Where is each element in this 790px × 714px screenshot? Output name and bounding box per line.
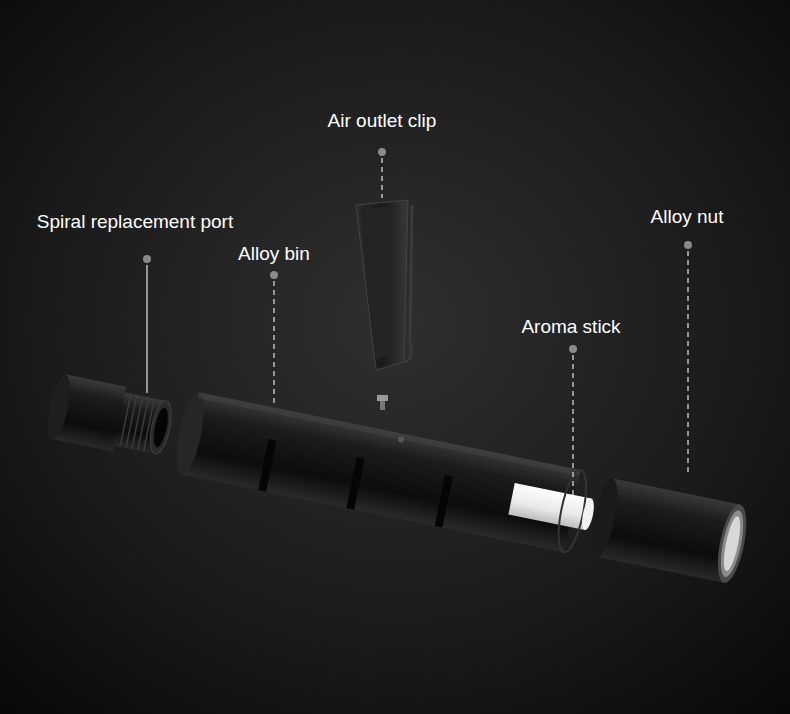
leader-lines: [143, 148, 692, 496]
alloy-bin: [171, 390, 601, 556]
part-label: Spiral replacement port: [37, 211, 233, 233]
part-label: Aroma stick: [521, 316, 620, 338]
part-label: Alloy bin: [238, 243, 310, 265]
air-outlet-clip: [356, 200, 412, 410]
part-label: Air outlet clip: [328, 110, 437, 132]
spiral-port: [43, 372, 176, 461]
alloy-nut: [587, 476, 752, 585]
tube-assembly: [42, 364, 753, 587]
part-label: Alloy nut: [651, 206, 724, 228]
